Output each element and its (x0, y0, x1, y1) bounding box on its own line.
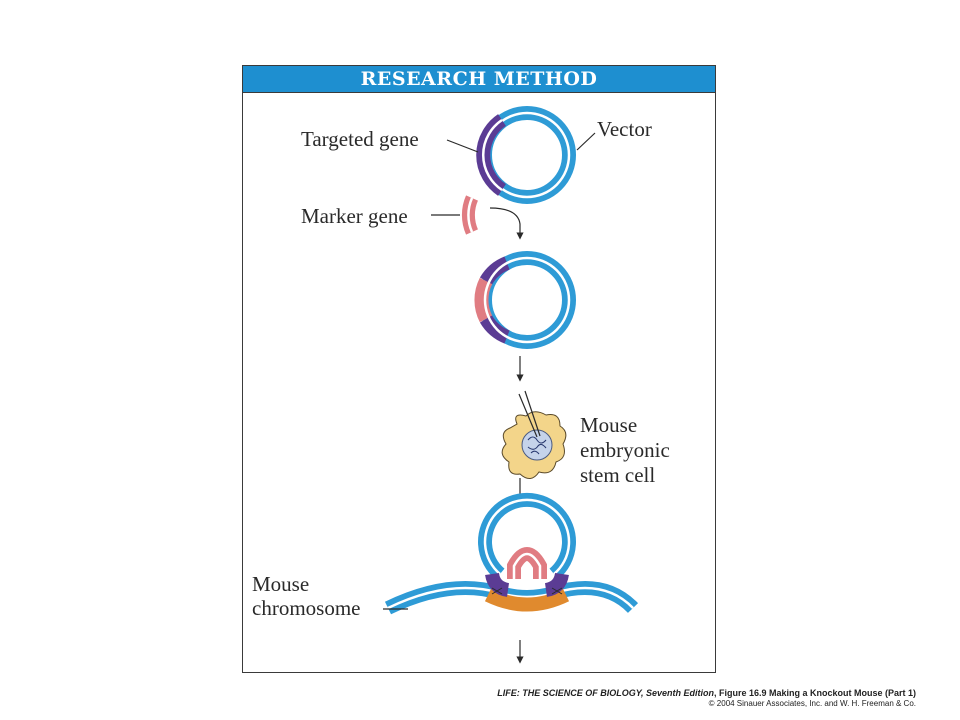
vector-leader (576, 132, 596, 151)
insertion-arrow (489, 207, 524, 240)
vector-label: Vector (597, 117, 652, 141)
recombinant-vector (474, 251, 576, 349)
chromosome-strand (384, 581, 639, 615)
targeted-gene-leader (446, 139, 479, 153)
panel-header: RESEARCH METHOD (243, 66, 715, 93)
marker-gene-label: Marker gene (301, 204, 408, 228)
marker-gene-fragment (461, 195, 479, 235)
chromosome-target-region (484, 588, 570, 612)
micropipette (518, 390, 541, 438)
stem-cell (501, 411, 567, 479)
targeted-gene-segment (476, 114, 507, 196)
copyright-text: © 2004 Sinauer Associates, Inc. and W. H… (708, 699, 916, 708)
book-title: LIFE: THE SCIENCE OF BIOLOGY, Seventh Ed… (497, 688, 714, 698)
vector-upper-arc (478, 492, 576, 580)
vector-insert-loop (485, 547, 569, 597)
figure-caption: LIFE: THE SCIENCE OF BIOLOGY, Seventh Ed… (497, 688, 916, 708)
chromosome-label: Mouse chromosome (252, 572, 360, 620)
crossover-marks (491, 587, 563, 595)
figure-reference: , Figure 16.9 Making a Knockout Mouse (P… (713, 688, 916, 698)
caption-line-1: LIFE: THE SCIENCE OF BIOLOGY, Seventh Ed… (497, 688, 916, 698)
stem-cell-label: Mouse embryonic stem cell (580, 413, 675, 487)
targeted-gene-label: Targeted gene (301, 127, 419, 151)
